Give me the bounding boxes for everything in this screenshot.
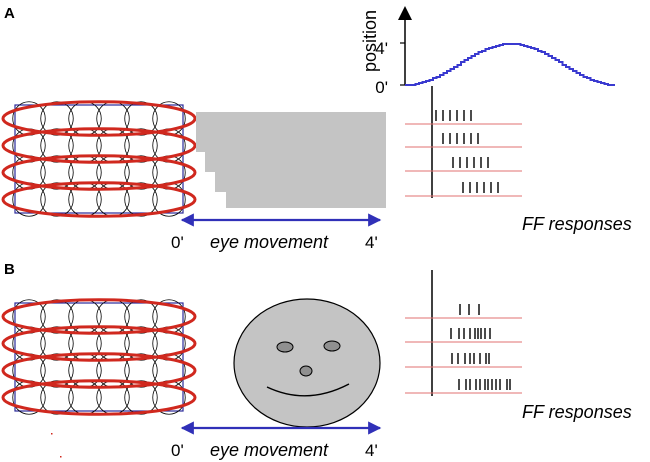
ff-responses-label-a: FF responses — [522, 214, 632, 234]
face-outline — [233, 298, 381, 428]
receptive-field-circle — [124, 353, 158, 388]
ff-neuron-ellipse — [1, 181, 197, 218]
raster-a — [405, 86, 522, 198]
receptive-field-circle — [40, 128, 74, 163]
position-plot: 4' 0' position — [360, 6, 615, 97]
receptive-field-circle — [40, 155, 74, 190]
receptive-field-circle — [40, 326, 74, 361]
receptive-field-circle — [124, 380, 158, 415]
receptive-field-circle — [40, 101, 74, 136]
position-trace — [405, 43, 615, 86]
face-left-eye — [276, 341, 294, 353]
ff-neuron-ellipse — [1, 325, 197, 362]
staircase-stimulus — [196, 112, 386, 208]
receptive-field-circle — [40, 299, 74, 334]
arrow-b-end-label: 4' — [365, 441, 378, 460]
receptive-field-circle — [124, 326, 158, 361]
arrow-b-center-label: eye movement — [210, 440, 329, 460]
grid-frame-a — [14, 104, 184, 214]
receptive-field-circle — [40, 353, 74, 388]
raster-b — [405, 270, 522, 396]
grid-frame-b — [14, 302, 184, 412]
arrow-a-start-label: 0' — [171, 233, 184, 252]
artifact-dot — [51, 433, 53, 435]
ff-neuron-ellipse — [1, 298, 197, 335]
ff-neuron-ellipse — [1, 127, 197, 164]
plot-ylabel: position — [360, 10, 380, 72]
ff-neuron-ellipse — [1, 352, 197, 389]
panel-b-label: B — [4, 261, 15, 278]
receptive-field-circle — [124, 155, 158, 190]
receptive-field-grid-b — [1, 298, 197, 416]
arrow-b-start-label: 0' — [171, 441, 184, 460]
receptive-field-circle — [124, 101, 158, 136]
face-right-eye — [323, 340, 341, 352]
ff-neuron-ellipse — [1, 379, 197, 416]
face-mouth — [266, 383, 350, 397]
receptive-field-circle — [124, 299, 158, 334]
receptive-field-circle — [40, 380, 74, 415]
receptive-field-circle — [124, 128, 158, 163]
arrow-a-end-label: 4' — [365, 233, 378, 252]
ff-responses-label-b: FF responses — [522, 402, 632, 422]
ytick-label-4: 4' — [375, 39, 388, 58]
receptive-field-grid-a — [1, 100, 197, 218]
ff-neuron-ellipse — [1, 154, 197, 191]
ytick-label-0: 0' — [375, 78, 388, 97]
receptive-field-circle — [124, 182, 158, 217]
receptive-field-circle — [40, 182, 74, 217]
arrow-a-center-label: eye movement — [210, 232, 329, 252]
artifact-dot — [60, 456, 62, 458]
face-nose — [299, 365, 313, 377]
plot-y-arrowhead — [398, 6, 412, 20]
ff-neuron-ellipse — [1, 100, 197, 137]
face-stimulus — [233, 298, 381, 428]
panel-a-label: A — [4, 5, 15, 22]
